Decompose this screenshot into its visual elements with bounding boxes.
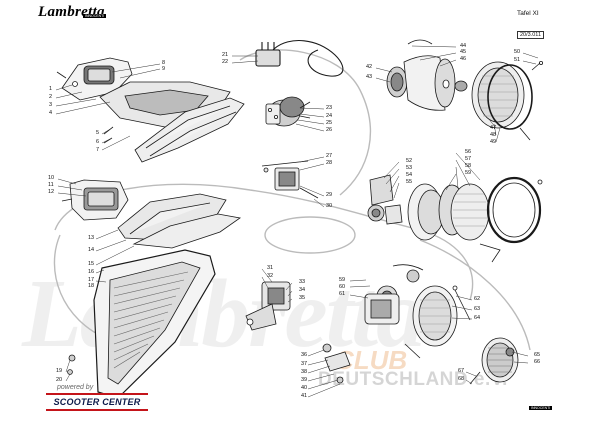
callout-label: 16 [88, 269, 95, 275]
lambretta-logo: Lambretta [38, 4, 105, 20]
tail-lamp-lower [61, 179, 242, 249]
callout-label: 47 [490, 125, 497, 131]
callout-label: 34 [299, 287, 306, 293]
headlamp-unit-middle [367, 174, 543, 263]
innocenti-footer-badge: INNOCENTI [529, 406, 553, 410]
callout-label: 17 [88, 277, 95, 283]
callout-label: 10 [48, 175, 55, 181]
callout-label: 46 [460, 56, 467, 62]
callout-label: 42 [366, 64, 373, 70]
callout-label: 5 [96, 130, 100, 136]
leader-lines [55, 45, 539, 398]
callout-label: 1 [49, 86, 53, 92]
plate-title: Tafel XI [517, 10, 539, 17]
callout-label: 53 [406, 165, 413, 171]
callout-label: 65 [534, 352, 541, 358]
callout-label: 66 [534, 359, 541, 365]
callout-label: 41 [301, 393, 308, 399]
callout-label: 28 [326, 160, 333, 166]
callout-label: 45 [460, 49, 467, 55]
callout-label: 50 [514, 49, 521, 55]
plate-reference: 20/3.011 [517, 31, 545, 39]
callout-label: 58 [465, 163, 472, 169]
callout-label: 55 [406, 179, 413, 185]
small-hardware [67, 343, 351, 384]
callout-label: 2 [49, 94, 53, 100]
callout-label: 12 [48, 189, 55, 195]
innocenti-badge: INNOCENTI [83, 14, 107, 18]
callout-label: 6 [96, 139, 100, 145]
callout-label: 62 [474, 296, 481, 302]
callout-label: 20 [56, 377, 63, 383]
side-grille-panel [93, 249, 216, 399]
callout-label: 59 [339, 277, 346, 283]
rear-lamp-upper [56, 57, 245, 163]
callout-label: 19 [56, 368, 63, 374]
switch-assembly-lower [245, 281, 291, 331]
callout-label: 25 [326, 120, 333, 126]
callout-label: 3 [49, 102, 53, 108]
callout-label: 14 [88, 247, 95, 253]
callout-label: 32 [267, 273, 274, 279]
callout-label: 15 [88, 261, 95, 267]
ignition-switch [265, 96, 311, 127]
callout-label: 57 [465, 156, 472, 162]
callout-label: 38 [301, 369, 308, 375]
horn-assembly [469, 337, 519, 385]
callout-label: 23 [326, 105, 333, 111]
callout-label: 54 [406, 172, 413, 178]
callout-label: 43 [366, 74, 373, 80]
callout-label: 51 [514, 57, 521, 63]
callout-label: 4 [49, 110, 53, 116]
powered-by-text: powered by [57, 384, 94, 391]
callout-label: 49 [490, 139, 497, 145]
callout-label: 64 [474, 315, 481, 321]
callout-label: 29 [326, 192, 333, 198]
callout-label: 8 [162, 60, 166, 66]
callout-label: 60 [339, 284, 346, 290]
callout-label: 13 [88, 235, 95, 241]
callout-label: 59 [465, 170, 472, 176]
callout-label: 22 [222, 59, 229, 65]
headlamp-unit-lower [364, 264, 471, 359]
callout-label: 27 [326, 153, 333, 159]
callout-label: 26 [326, 127, 333, 133]
callout-label: 44 [460, 43, 467, 49]
wiring-harness [255, 39, 344, 77]
callout-label: 24 [326, 113, 333, 119]
callout-label: 37 [301, 361, 308, 367]
callout-label: 30 [326, 203, 333, 209]
callout-label: 31 [267, 265, 274, 271]
callout-label: 36 [301, 352, 308, 358]
callout-label: 18 [88, 283, 95, 289]
watermark-deutschland: DEUTSCHLAND e.V. [318, 369, 508, 390]
horn-switch-bracket [261, 160, 319, 199]
callout-label: 11 [48, 182, 54, 188]
callout-label: 61 [339, 291, 346, 297]
callout-label: 52 [406, 158, 413, 164]
callout-label: 39 [301, 377, 308, 383]
callout-label: 7 [96, 147, 100, 153]
callout-label: 48 [490, 132, 497, 138]
scooter-center-logo[interactable]: SCOOTER CENTER [53, 397, 141, 407]
callout-label: 40 [301, 385, 308, 391]
callout-label: 56 [465, 149, 472, 155]
callout-label: 63 [474, 306, 481, 312]
callout-label: 33 [299, 279, 306, 285]
headlamp-unit-upper [386, 39, 544, 141]
callout-label: 21 [222, 52, 229, 58]
scooter-center-banner[interactable] [46, 393, 148, 411]
watermark-lambretta: Lambretta [22, 260, 425, 368]
callout-label: 35 [299, 295, 306, 301]
callout-label: 9 [162, 66, 166, 72]
callout-label: 67 [458, 368, 465, 374]
callout-label: 68 [458, 376, 465, 382]
